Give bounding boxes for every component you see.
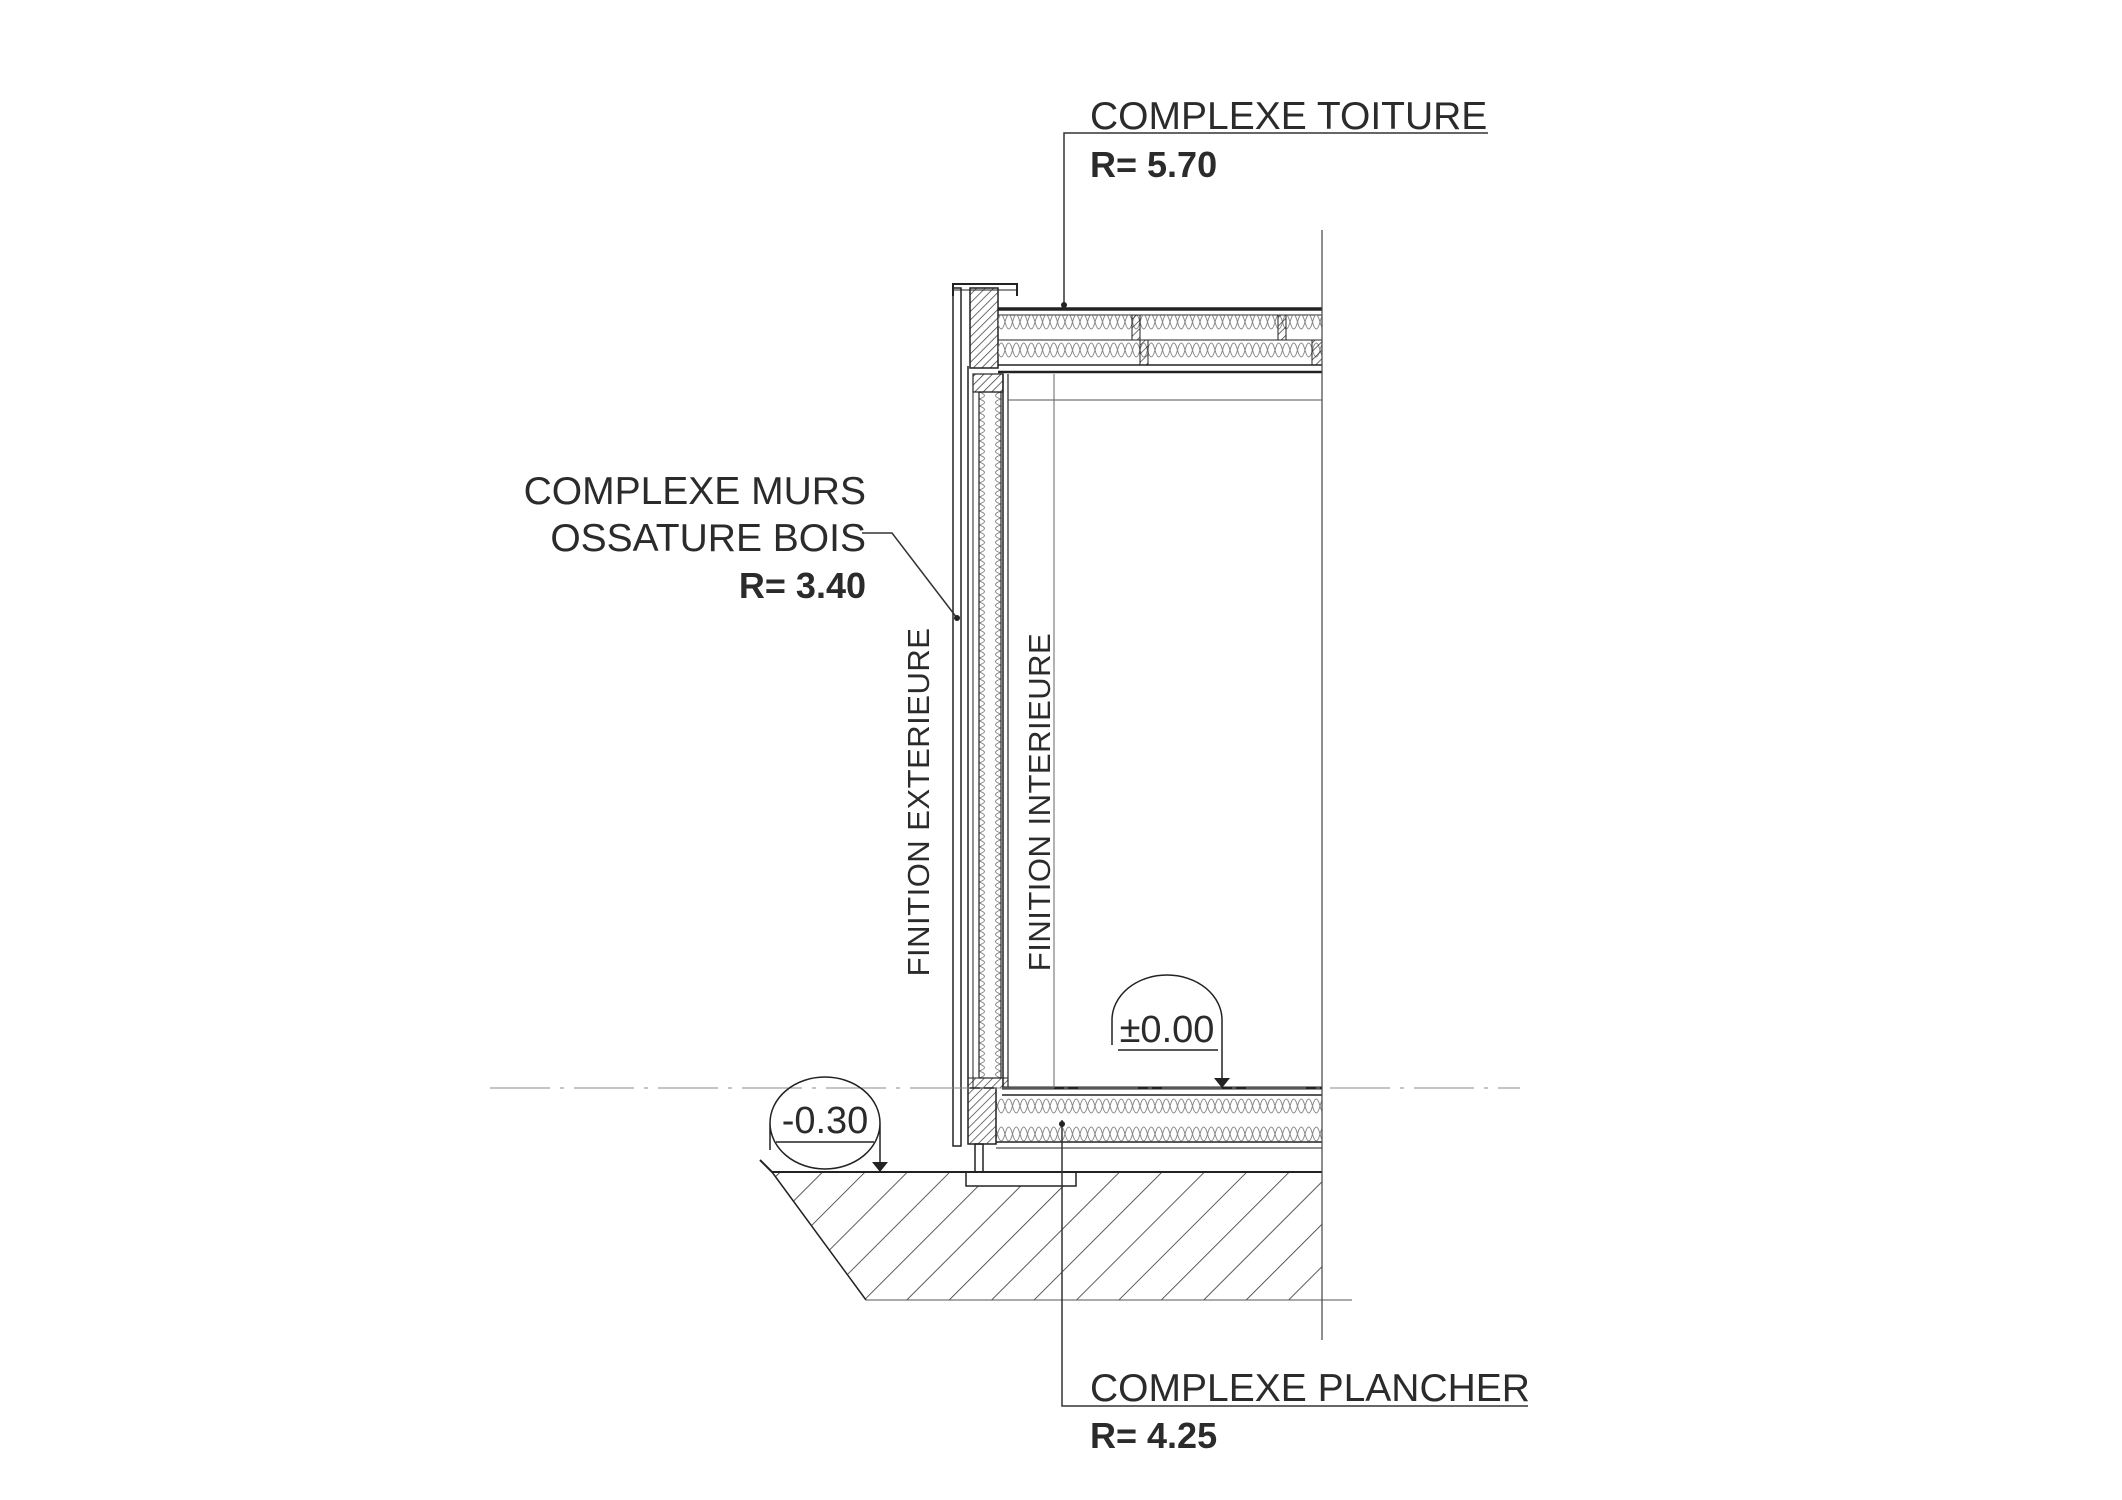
- ground-level-value: -0.30: [782, 1100, 869, 1142]
- exterior-finish-label: FINITION EXTERIEURE: [901, 628, 936, 977]
- interior-finish-label: FINITION INTERIEURE: [1022, 633, 1057, 971]
- floor-r-value: R= 4.25: [1090, 1415, 1217, 1456]
- roof-leader: [1061, 132, 1488, 309]
- wall-label-line1: COMPLEXE MURS: [524, 470, 866, 513]
- floor-level-value: ±0.00: [1120, 1009, 1215, 1051]
- roof-label: COMPLEXE TOITURE: [1090, 95, 1487, 138]
- wall-label-line2: OSSATURE BOIS: [550, 517, 866, 560]
- floor-assembly: [967, 1077, 1322, 1149]
- wall-assembly: [952, 287, 1055, 1147]
- floor-leader: [1059, 1120, 1528, 1407]
- wall-r-value: R= 3.40: [739, 565, 866, 606]
- floor-label: COMPLEXE PLANCHER: [1090, 1367, 1530, 1410]
- level-marker-ground: -0.30: [769, 1076, 888, 1172]
- footing-pad: [965, 1143, 1077, 1187]
- ground-soil: [759, 1159, 1352, 1301]
- roof-r-value: R= 5.70: [1090, 144, 1217, 185]
- level-marker-floor: ±0.00: [1111, 974, 1230, 1088]
- wall-leader: [862, 532, 960, 621]
- roof-assembly: [952, 283, 1323, 401]
